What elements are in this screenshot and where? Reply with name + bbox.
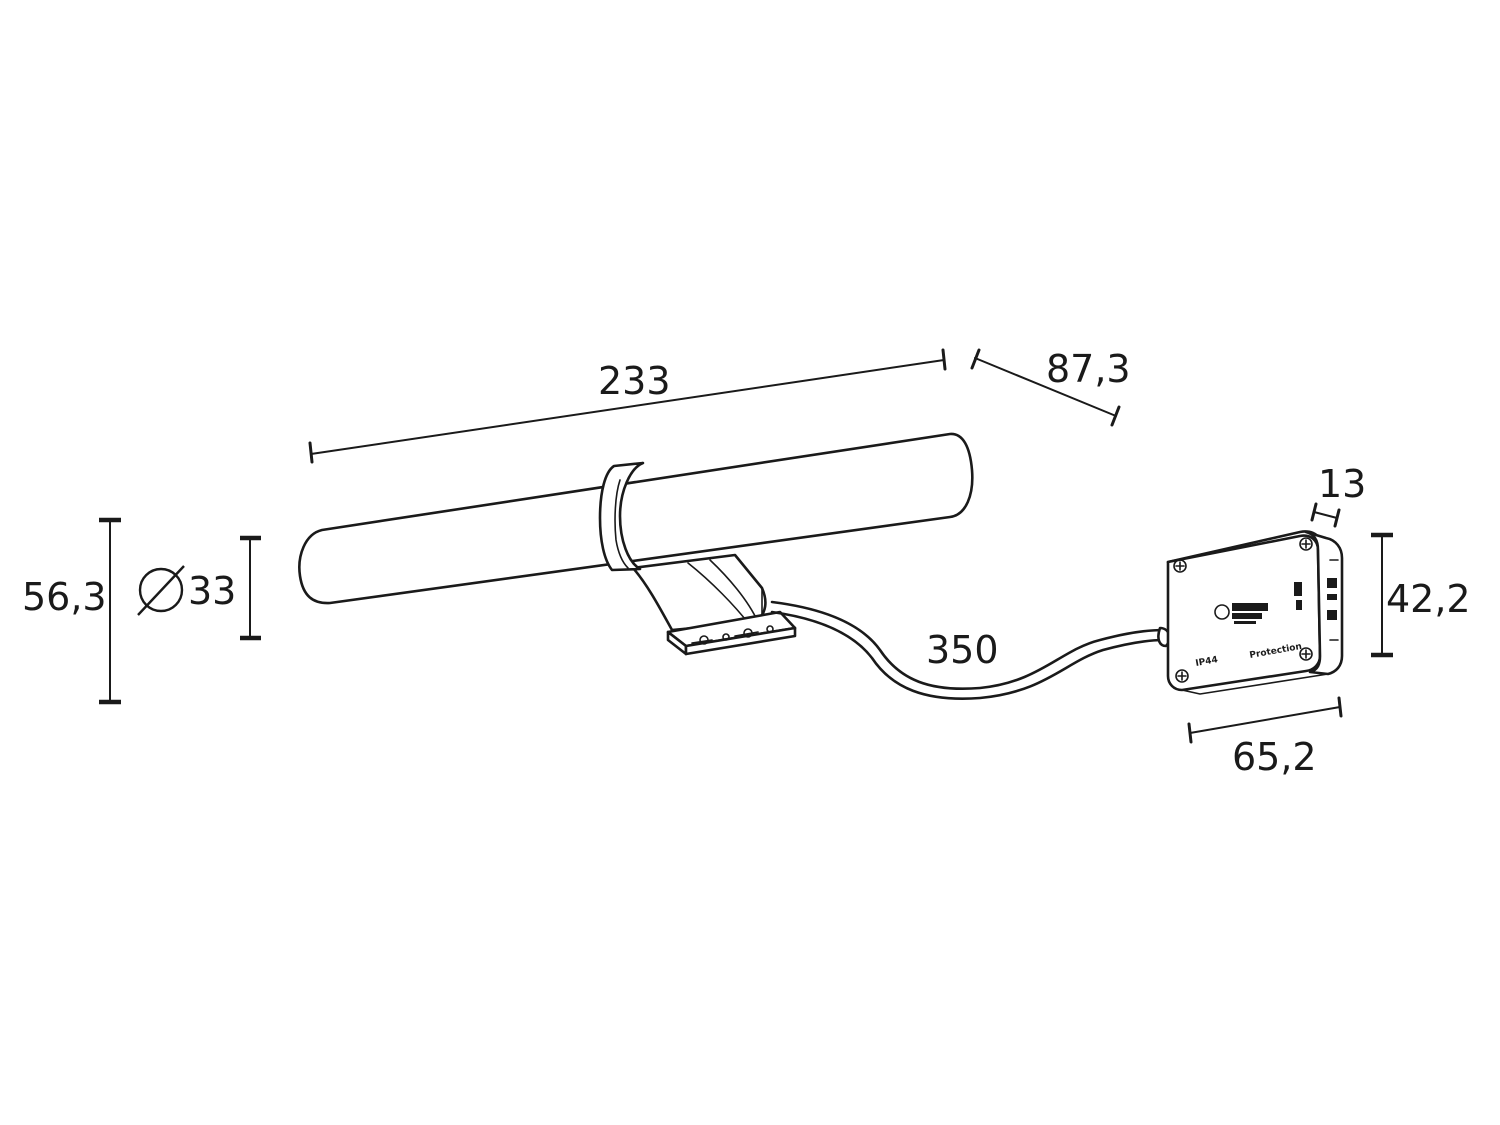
dimension-length: 233	[308, 348, 947, 464]
dimension-box-width: 65,2	[1187, 696, 1343, 779]
box-rating-label: IP44	[1195, 655, 1219, 669]
diameter-symbol-icon	[137, 565, 185, 616]
dimension-cable-length-label: 350	[926, 628, 999, 672]
screw-icon	[1175, 669, 1189, 683]
screw-icon	[1299, 647, 1313, 661]
dimension-depth: 87,3	[970, 347, 1131, 427]
tube-collar	[598, 461, 645, 572]
dimension-diameter-label: 33	[188, 569, 236, 613]
dimension-depth-label: 87,3	[1046, 347, 1131, 391]
box-side-markings	[1294, 559, 1339, 641]
screw-icon	[1299, 537, 1313, 551]
dimension-box-thickness: 13	[1310, 462, 1366, 528]
dimension-box-height: 42,2	[1371, 532, 1471, 658]
driver-box: IP44 Protection	[1166, 530, 1344, 695]
dimension-diameter: 33	[137, 535, 261, 641]
dimension-box-thickness-label: 13	[1318, 462, 1366, 506]
cable	[770, 600, 1171, 700]
dimension-box-height-label: 42,2	[1386, 577, 1471, 621]
mounting-plate	[666, 610, 797, 656]
dimension-height-total: 56,3	[22, 517, 121, 705]
dimension-cable-length: 350	[926, 628, 999, 672]
dimension-box-width-label: 65,2	[1232, 735, 1317, 779]
dimension-length-label: 233	[598, 359, 671, 403]
screw-icon	[1173, 559, 1187, 573]
dimension-height-total-label: 56,3	[22, 575, 107, 619]
lamp-tube	[298, 432, 974, 605]
brand-logo-icon	[1214, 603, 1268, 624]
